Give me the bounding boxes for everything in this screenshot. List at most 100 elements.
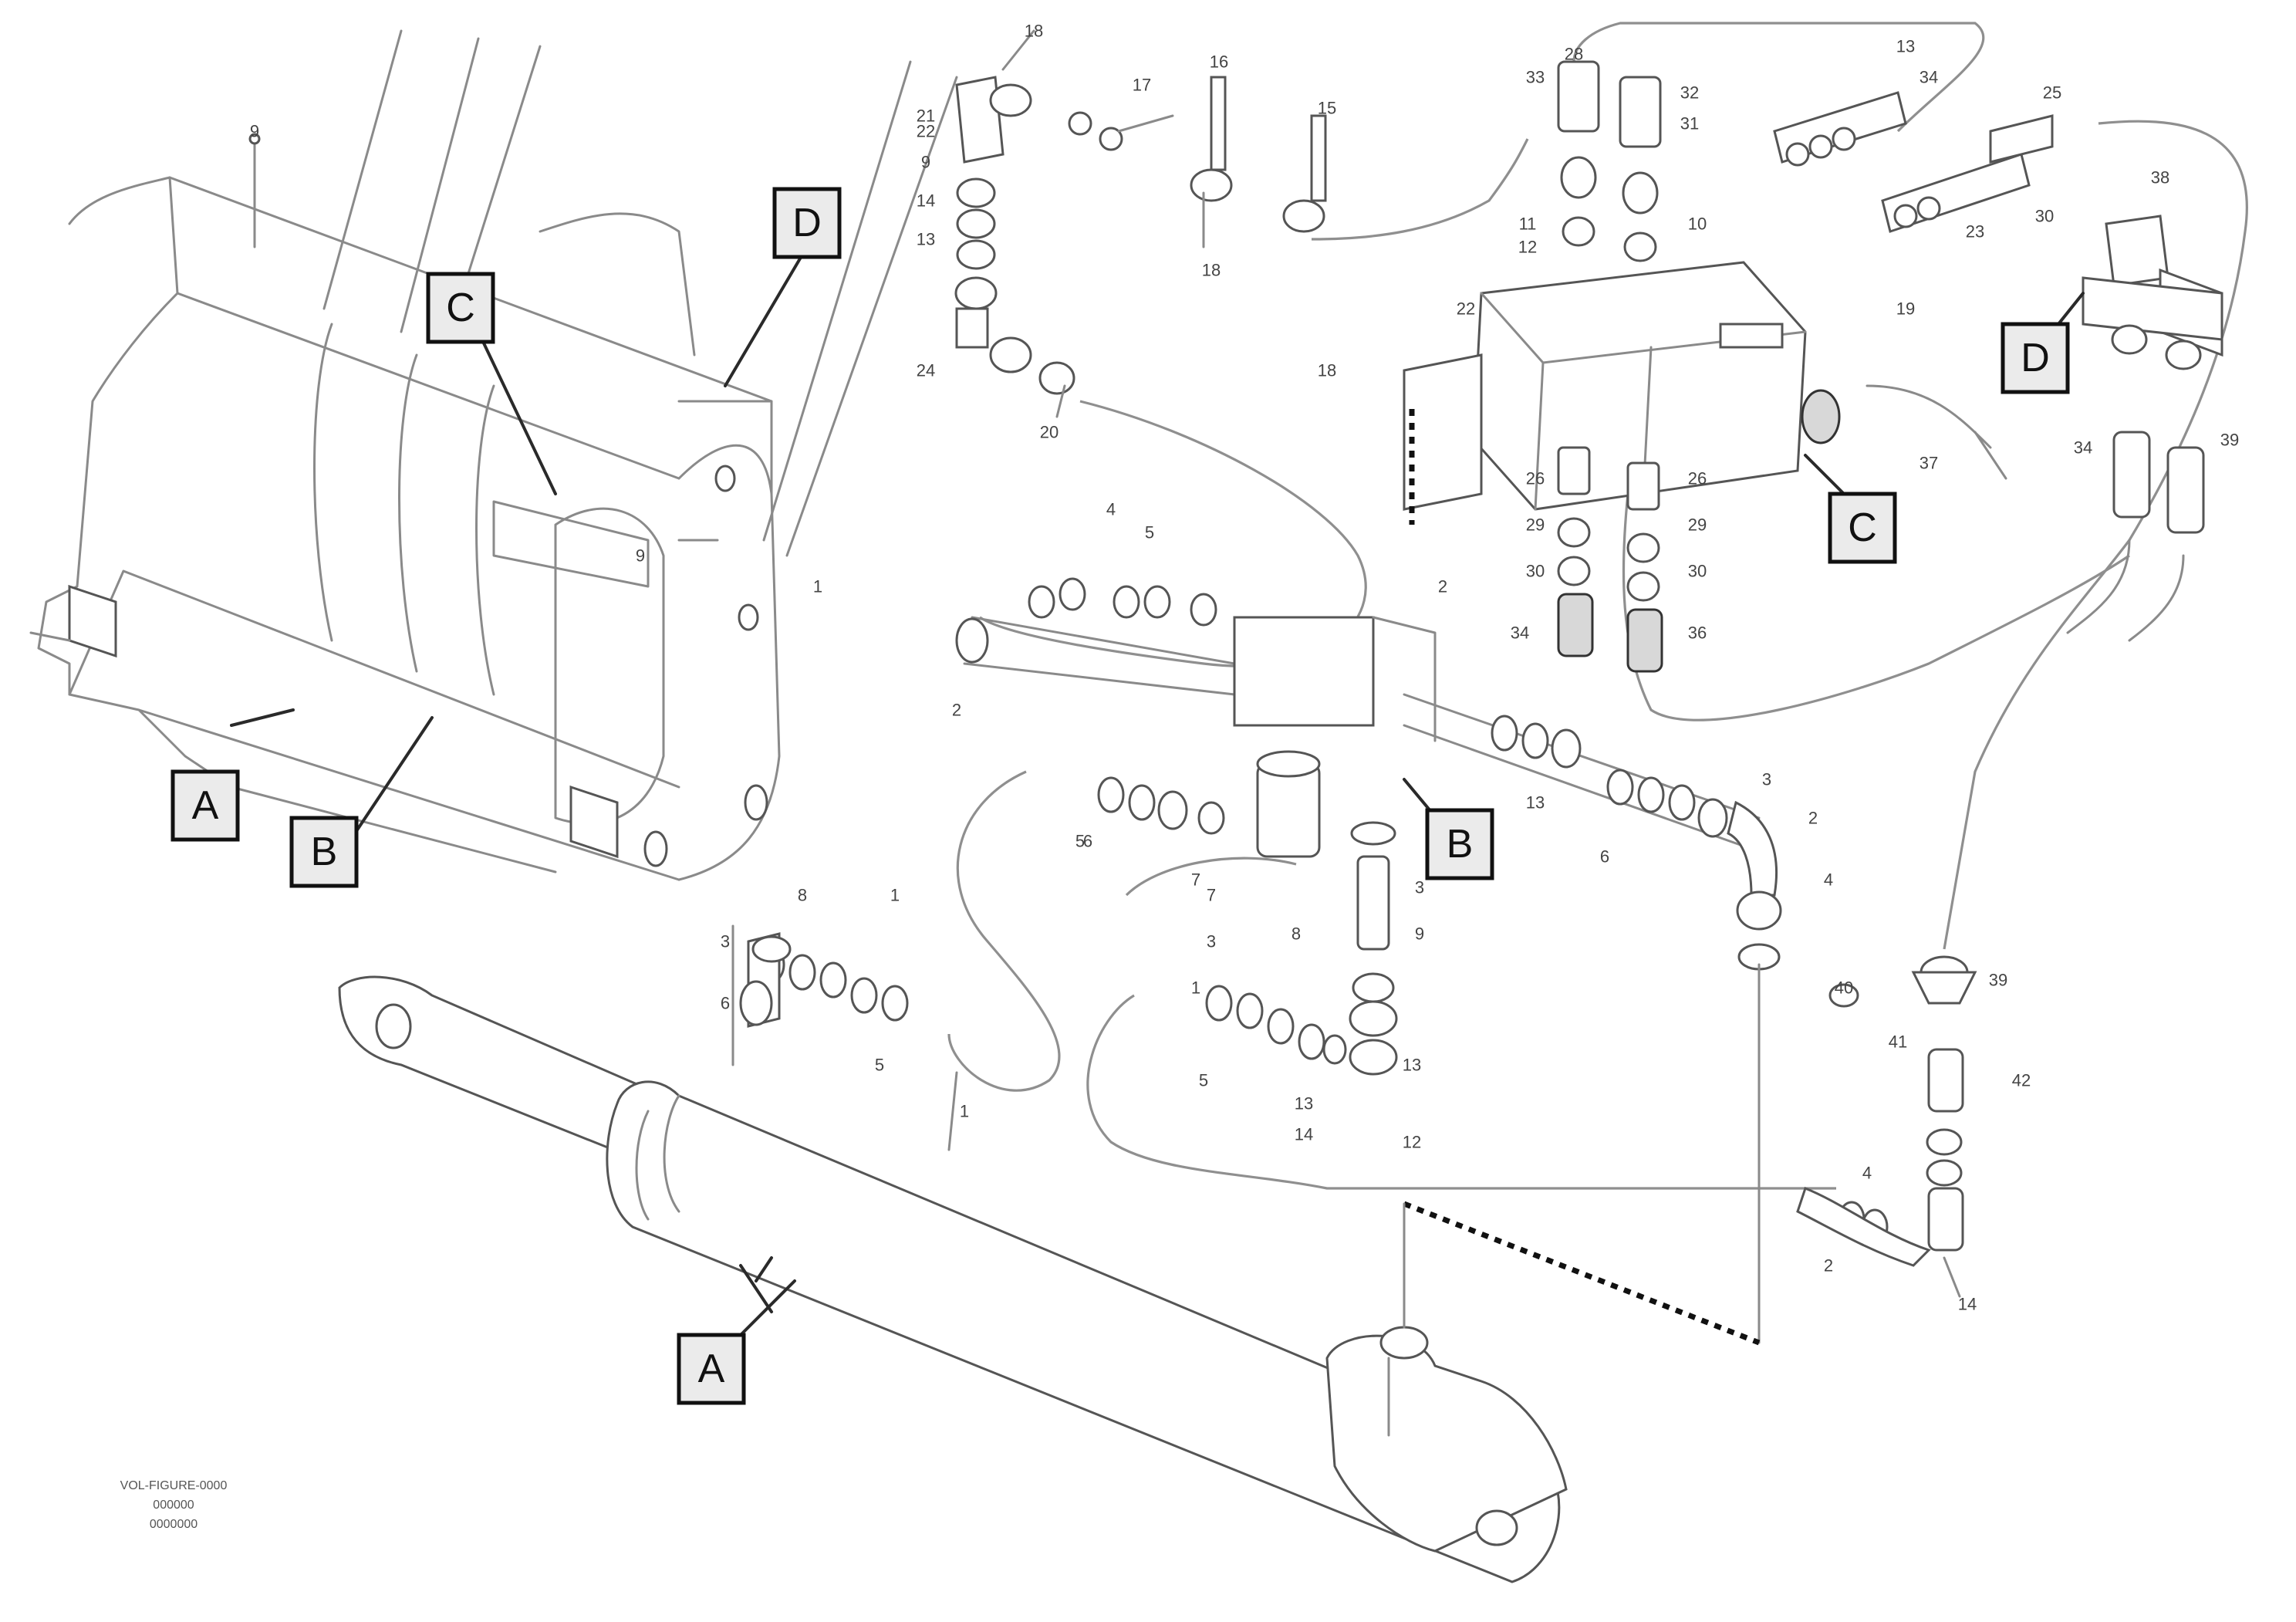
- callout-left-C-label: C: [446, 286, 475, 330]
- item-number: 9: [1415, 924, 1424, 944]
- item-number: 29: [1688, 515, 1707, 535]
- figure-reference: VOL-FIGURE-0000 000000 0000000: [120, 1479, 228, 1531]
- item-number: 21: [917, 106, 935, 126]
- item-number: 4: [1106, 500, 1116, 519]
- item-number: 19: [1896, 299, 1915, 319]
- hose-fittings-middle: [731, 577, 1782, 1344]
- fittings-left-column: [954, 29, 1327, 418]
- item-number: 22: [1457, 299, 1475, 319]
- item-number: 8: [1292, 924, 1301, 944]
- item-number: 31: [1680, 114, 1699, 133]
- item-number: 24: [917, 361, 935, 380]
- callout-left-B-label: B: [311, 830, 338, 874]
- item-number: 36: [1688, 623, 1707, 643]
- item-number: 5: [1199, 1071, 1208, 1090]
- item-number: 18: [1202, 261, 1221, 280]
- item-number: 17: [1133, 76, 1151, 95]
- item-number: 7: [1207, 886, 1216, 905]
- item-number: 9: [250, 122, 259, 141]
- item-number: 22: [917, 122, 935, 141]
- item-number: 26: [1526, 469, 1545, 488]
- item-number: 14: [1958, 1295, 1977, 1314]
- item-number: 40: [1835, 978, 1853, 998]
- item-number: 4: [1862, 1164, 1872, 1183]
- item-number: 3: [1762, 770, 1771, 789]
- callout-right-C: C: [1828, 492, 1897, 564]
- callout-left-A: A: [171, 769, 240, 842]
- item-number: 5: [1145, 523, 1154, 542]
- item-number: 1: [960, 1102, 969, 1121]
- item-number: 28: [1565, 45, 1583, 64]
- callout-right-C-label: C: [1848, 505, 1877, 550]
- reference-line-2: 000000: [153, 1499, 194, 1512]
- valve-cartridges-top: [1557, 60, 2054, 262]
- item-number: 18: [1318, 361, 1336, 380]
- item-number: 37: [1920, 454, 1938, 473]
- item-number: 6: [721, 994, 730, 1013]
- item-number: 34: [2074, 438, 2092, 458]
- item-number: 6: [1600, 847, 1609, 867]
- item-number: 42: [2012, 1071, 2031, 1090]
- callout-right-D: D: [2001, 322, 2070, 394]
- item-number: 30: [1526, 562, 1545, 581]
- reference-line-3: 0000000: [150, 1518, 198, 1531]
- callout-left-A-label: A: [192, 783, 219, 828]
- item-number: 34: [1920, 68, 1938, 87]
- item-number: 3: [721, 932, 730, 951]
- item-number: 13: [1896, 37, 1915, 56]
- callout-right-D-label: D: [2021, 336, 2050, 380]
- item-number: 41: [1889, 1032, 1907, 1052]
- item-number: 8: [798, 886, 807, 905]
- item-number: 18: [1025, 22, 1043, 41]
- item-number: 39: [2220, 431, 2239, 450]
- item-number: 12: [1518, 238, 1537, 257]
- item-number: 30: [2035, 207, 2054, 226]
- item-number: 2: [952, 701, 961, 720]
- item-number: 2: [1808, 809, 1818, 828]
- item-number: 33: [1526, 68, 1545, 87]
- callout-mid-B: B: [1425, 808, 1494, 880]
- item-number: 15: [1318, 99, 1336, 118]
- item-number: 32: [1680, 83, 1699, 103]
- reference-line-1: VOL-FIGURE-0000: [120, 1479, 228, 1492]
- item-number: 39: [1989, 971, 2007, 990]
- item-numbers: 18 21 22 9 14 13 24 20 17 16 15 18 33 28…: [250, 22, 2239, 1314]
- item-number: 9: [636, 546, 645, 566]
- valve-stack-lower-right: [1796, 955, 1977, 1298]
- item-number: 26: [1688, 469, 1707, 488]
- callout-left-B: B: [289, 816, 359, 888]
- boom-bracket-assembly: [29, 29, 958, 881]
- item-number: 3: [1207, 932, 1216, 951]
- callout-cyl-A: A: [677, 1333, 746, 1405]
- item-number: 7: [1191, 870, 1200, 890]
- pilot-valve-right: [2066, 215, 2223, 642]
- item-number: 4: [1824, 870, 1833, 890]
- item-number: 16: [1210, 52, 1228, 72]
- item-number: 14: [917, 191, 935, 211]
- item-number: 9: [921, 153, 930, 172]
- item-number: 23: [1966, 222, 1984, 242]
- item-number: 25: [2043, 83, 2061, 103]
- item-number: 13: [917, 230, 935, 249]
- callout-left-C: C: [426, 272, 495, 344]
- item-number: 34: [1511, 623, 1529, 643]
- item-number: 20: [1040, 423, 1059, 442]
- item-number: 3: [1415, 878, 1424, 897]
- valve-cartridges-bottom: [1557, 446, 1663, 673]
- item-number: 1: [890, 886, 900, 905]
- item-number: 1: [1191, 978, 1200, 998]
- item-number: 1: [813, 577, 822, 596]
- item-number: 11: [1519, 215, 1537, 234]
- dashed-connectors: [1403, 1201, 1761, 1346]
- item-number: 5: [875, 1056, 884, 1075]
- item-number: 38: [2151, 168, 2169, 188]
- callout-leaders: [230, 253, 2085, 1336]
- callout-cyl-A-label: A: [698, 1347, 725, 1391]
- item-number: 13: [1403, 1056, 1421, 1075]
- callout-mid-B-label: B: [1447, 822, 1474, 867]
- callout-left-D-label: D: [792, 201, 822, 245]
- item-number: 6: [1083, 832, 1092, 851]
- item-number: 13: [1295, 1094, 1313, 1113]
- item-number: 29: [1526, 515, 1545, 535]
